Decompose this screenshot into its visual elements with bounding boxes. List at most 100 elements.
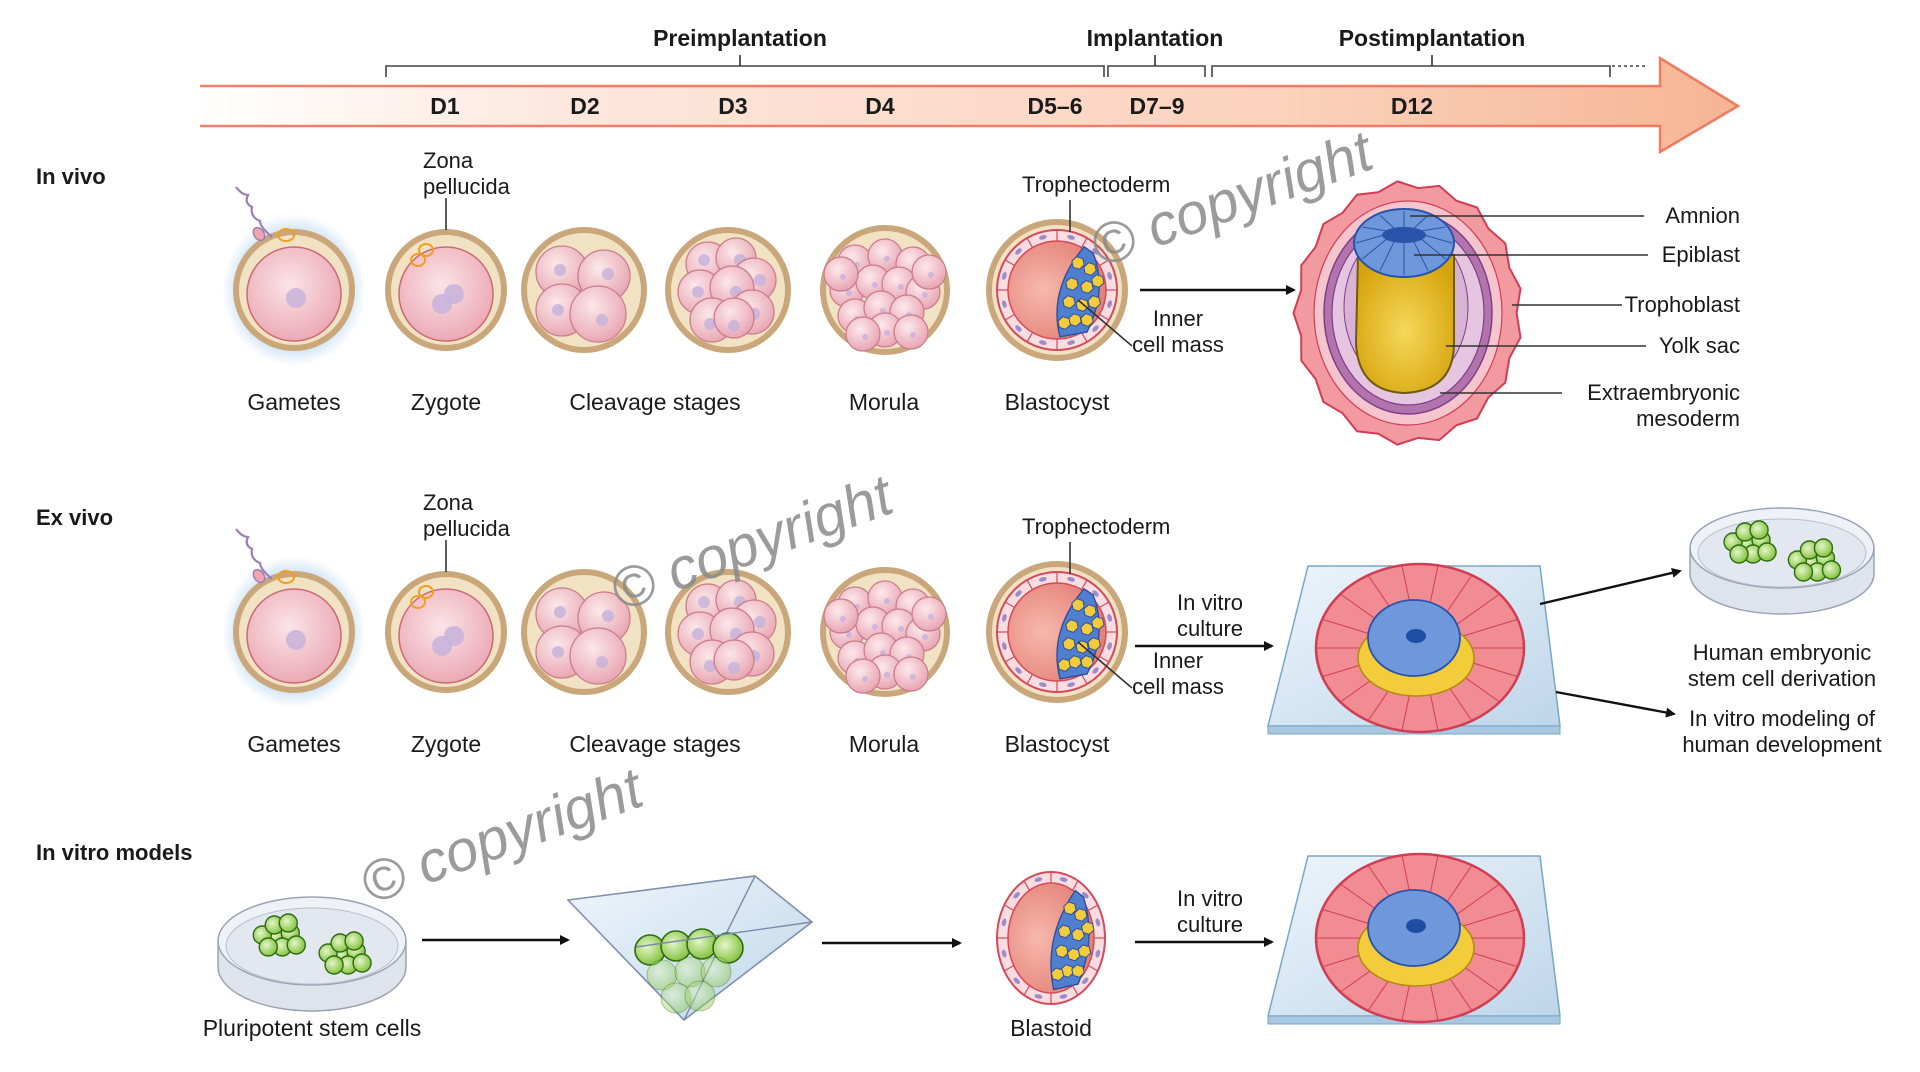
trophectoderm-nucleus (1067, 234, 1076, 240)
trophectoderm-nucleus (1015, 590, 1022, 597)
nucleus (286, 630, 306, 650)
trophectoderm-nucleus (1038, 234, 1047, 240)
inner-cell-mass-label: Inner (1153, 648, 1203, 673)
nucleus (898, 284, 904, 290)
aggregated-stem-cell (684, 980, 716, 1012)
inner-cell-mass-label: Inner (1153, 306, 1203, 331)
trophectoderm-cell-wall (1004, 313, 1015, 321)
trophectoderm-nucleus (1092, 667, 1099, 674)
stage-cleavage-2cell (521, 227, 647, 353)
stem-cell (1813, 538, 1834, 558)
bracket-line (385, 65, 1105, 77)
trophectoderm-cell-wall (1026, 332, 1034, 343)
nucleus (910, 332, 916, 338)
inner-cell-mass-label: cell mass (1132, 332, 1224, 357)
nucleus (754, 616, 766, 628)
icm-hypoblast-cell (1091, 274, 1105, 288)
nucleus (554, 606, 566, 618)
blastomere (569, 627, 627, 685)
stem-cell (352, 953, 372, 973)
trophectoderm-cell-wall (1099, 313, 1110, 321)
morula-cell (893, 656, 929, 692)
in-vitro-culture-label: culture (1177, 616, 1243, 641)
icm-hypoblast-cell (1080, 655, 1094, 669)
epiblast-cell-wall (1379, 241, 1395, 271)
trophectoderm-nucleus (1034, 994, 1043, 999)
psc-petri-dish (217, 896, 407, 1012)
icm-hypoblast-cell (1080, 921, 1095, 935)
trophectoderm-nucleus (1015, 325, 1022, 332)
trophectoderm-nucleus (1107, 613, 1113, 622)
sperm-tail (235, 186, 273, 238)
trophectoderm-cell-wall (1087, 904, 1099, 912)
trophectoderm-cell-wall (1071, 880, 1079, 891)
phase-label: Implantation (1087, 25, 1224, 51)
nucleus (602, 268, 614, 280)
trophectoderm-label: Trophectoderm (1022, 172, 1170, 197)
trophectoderm-nucleus (1059, 877, 1068, 882)
icm-leader (1077, 641, 1133, 689)
nucleus (286, 288, 306, 308)
morula-cell (911, 596, 947, 632)
trophectoderm-nucleus (1034, 877, 1043, 882)
postimplantation-label: Amnion (1665, 203, 1740, 228)
pro-amniotic-cavity (1406, 629, 1426, 643)
icm-hypoblast-cell (1065, 619, 1079, 633)
day-label: D4 (865, 93, 895, 119)
in-vitro-culture-label: culture (1177, 912, 1243, 937)
trophectoderm-nucleus (1015, 667, 1022, 674)
nucleus (872, 624, 878, 630)
epiblast-cell-wall (1362, 226, 1387, 232)
nucleus (922, 292, 928, 298)
trophectoderm-cell-wall (1080, 237, 1088, 248)
stem-cell (1729, 544, 1749, 564)
nucleus (846, 632, 852, 638)
postimplantation-label: mesoderm (1636, 406, 1740, 431)
nucleus (698, 254, 710, 266)
blastomere (569, 285, 627, 343)
trophoblast-cell-wall (1457, 908, 1518, 929)
epiblast-cell-wall (1355, 234, 1385, 244)
polar-body (277, 228, 295, 242)
nucleus (444, 626, 464, 646)
polar-body (277, 570, 295, 584)
arrow-to-esc-derivation (1539, 567, 1682, 606)
trophectoderm-cell-wall (1080, 579, 1088, 590)
nucleus (898, 626, 904, 632)
trophectoderm-nucleus (1001, 949, 1007, 958)
nucleus (596, 656, 608, 668)
trophectoderm-cell-wall (1023, 985, 1031, 996)
trophectoderm-nucleus (1001, 271, 1007, 280)
postimplantation-label: Extraembryonic (1587, 380, 1740, 405)
nucleus (704, 318, 716, 330)
trophectoderm-nucleus (1038, 682, 1047, 688)
stem-cell (344, 931, 364, 951)
stage-label: Blastocyst (1005, 731, 1110, 757)
stage-label: Zygote (411, 731, 481, 757)
phase-bracket-preimplantation: Preimplantation (385, 25, 1105, 77)
day-label: D5–6 (1028, 93, 1083, 119)
epiblast-cell-wall (1413, 241, 1429, 271)
morula-cell (845, 658, 881, 694)
icm-hypoblast-cell (1083, 604, 1097, 618)
stage-label: Morula (849, 389, 920, 415)
trophectoderm-nucleus (1107, 271, 1113, 280)
nucleus (928, 614, 934, 620)
sperm-tail (235, 528, 273, 580)
copyright-watermark: © copyright (352, 755, 653, 918)
icm-hypoblast-cell (1057, 316, 1071, 330)
day-label: D3 (718, 93, 747, 119)
aggregated-stem-cell (686, 928, 718, 960)
trophectoderm-nucleus (1092, 325, 1099, 332)
blastomere (713, 297, 755, 339)
stage-blastocyst (986, 561, 1128, 703)
microwell-rim (635, 921, 813, 948)
trophectoderm-cell-wall (1099, 259, 1110, 267)
icm-hypoblast-cell (1071, 964, 1085, 978)
nucleus (728, 320, 740, 332)
stage-label: Gametes (247, 731, 340, 757)
microwell (566, 875, 814, 1022)
trophectoderm-nucleus (1095, 949, 1101, 958)
